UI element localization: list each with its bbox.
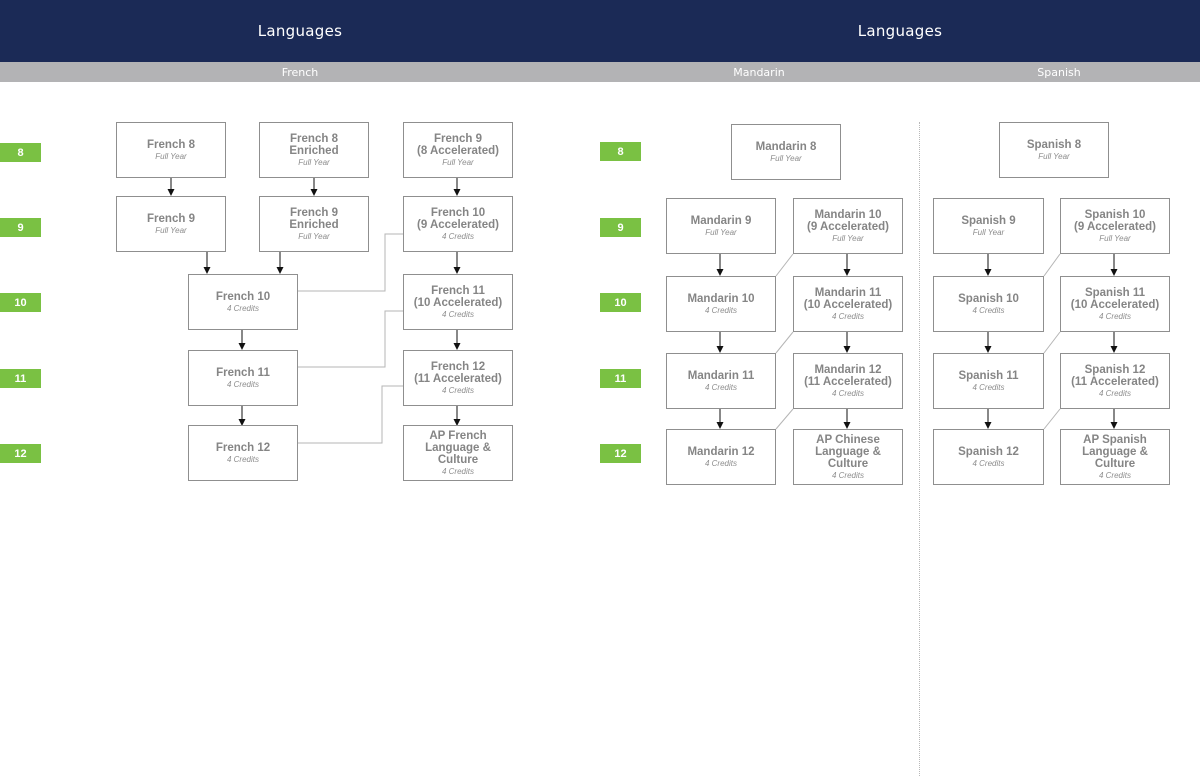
course-spanish-12: Spanish 12 4 Credits — [933, 429, 1044, 485]
grade-label-12-right: 12 — [600, 444, 641, 463]
link-mandarin11-mandarin11a — [775, 331, 794, 354]
course-french-9: French 9 Full Year — [116, 196, 226, 252]
course-mandarin-10-accelerated: Mandarin 10 (9 Accelerated) Full Year — [793, 198, 903, 254]
grade-label-9-left: 9 — [0, 218, 41, 237]
course-french-12-accelerated: French 12 (11 Accelerated) 4 Credits — [403, 350, 513, 406]
course-ap-french: AP French Language & Culture 4 Credits — [403, 425, 513, 481]
course-mandarin-12: Mandarin 12 4 Credits — [666, 429, 776, 485]
link-mandarin10-mandarin10a — [775, 253, 794, 277]
course-spanish-11: Spanish 11 4 Credits — [933, 353, 1044, 409]
link-french11-french11a — [298, 310, 403, 368]
grade-label-10-left: 10 — [0, 293, 41, 312]
grade-label-11-right: 11 — [600, 369, 641, 388]
course-spanish-12-accelerated: Spanish 12 (11 Accelerated) 4 Credits — [1060, 353, 1170, 409]
course-mandarin-11-accelerated: Mandarin 11 (10 Accelerated) 4 Credits — [793, 276, 903, 332]
course-french-9-accelerated: French 9 (8 Accelerated) Full Year — [403, 122, 513, 178]
course-spanish-10-accelerated: Spanish 10 (9 Accelerated) Full Year — [1060, 198, 1170, 254]
section-spanish: Spanish — [918, 62, 1200, 82]
grade-label-11-left: 11 — [0, 369, 41, 388]
grade-label-8-right: 8 — [600, 142, 641, 161]
link-spanish12-spanish12a — [1043, 408, 1061, 430]
link-spanish10-spanish10a — [1043, 253, 1061, 277]
section-french: French — [0, 62, 600, 82]
course-spanish-10: Spanish 10 4 Credits — [933, 276, 1044, 332]
grade-label-8-left: 8 — [0, 143, 41, 162]
grade-label-9-right: 9 — [600, 218, 641, 237]
section-mandarin: Mandarin — [600, 62, 918, 82]
course-mandarin-10: Mandarin 10 4 Credits — [666, 276, 776, 332]
course-french-8: French 8 Full Year — [116, 122, 226, 178]
course-french-10: French 10 4 Credits — [188, 274, 298, 330]
course-mandarin-11: Mandarin 11 4 Credits — [666, 353, 776, 409]
course-french-11: French 11 4 Credits — [188, 350, 298, 406]
link-spanish11-spanish11a — [1043, 331, 1061, 354]
link-french10-french10a — [298, 233, 403, 292]
course-french-12: French 12 4 Credits — [188, 425, 298, 481]
course-french-8-enriched: French 8 Enriched Full Year — [259, 122, 369, 178]
course-spanish-9: Spanish 9 Full Year — [933, 198, 1044, 254]
course-spanish-8: Spanish 8 Full Year — [999, 122, 1109, 178]
section-divider — [919, 122, 920, 776]
course-mandarin-8: Mandarin 8 Full Year — [731, 124, 841, 180]
course-french-11-accelerated: French 11 (10 Accelerated) 4 Credits — [403, 274, 513, 330]
course-mandarin-9: Mandarin 9 Full Year — [666, 198, 776, 254]
course-spanish-11-accelerated: Spanish 11 (10 Accelerated) 4 Credits — [1060, 276, 1170, 332]
link-french12-french12a — [298, 385, 403, 444]
course-ap-spanish: AP Spanish Language & Culture 4 Credits — [1060, 429, 1170, 485]
page-title-left: Languages — [0, 0, 600, 62]
link-mandarin12-mandarin12a — [775, 408, 794, 430]
course-ap-chinese: AP Chinese Language & Culture 4 Credits — [793, 429, 903, 485]
grade-label-12-left: 12 — [0, 444, 41, 463]
course-french-9-enriched: French 9 Enriched Full Year — [259, 196, 369, 252]
page-title-right: Languages — [600, 0, 1200, 62]
course-mandarin-12-accelerated: Mandarin 12 (11 Accelerated) 4 Credits — [793, 353, 903, 409]
grade-label-10-right: 10 — [600, 293, 641, 312]
course-french-10-accelerated: French 10 (9 Accelerated) 4 Credits — [403, 196, 513, 252]
